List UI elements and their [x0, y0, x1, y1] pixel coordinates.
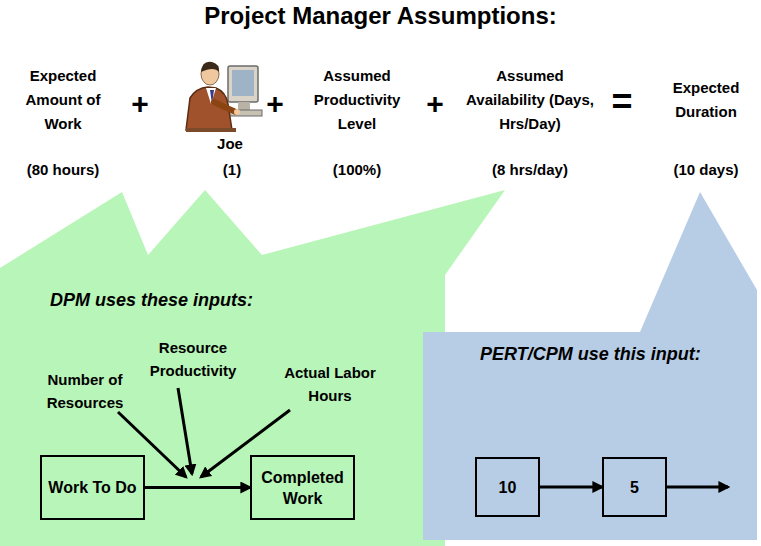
flow-arrow: [540, 486, 602, 489]
person-illustration: [186, 62, 262, 132]
value-label: (8 hrs/day): [470, 158, 590, 182]
input-label: Number of Resources: [30, 368, 140, 414]
process-box: Work To Do: [40, 455, 145, 520]
person-name: Joe: [200, 132, 260, 156]
box-label: Completed Work: [252, 467, 353, 509]
value-box: 10: [475, 457, 540, 517]
callout-heading: DPM uses these inputs:: [50, 290, 253, 311]
input-label: Resource Productivity: [138, 336, 248, 382]
value-label: (80 hours): [3, 158, 123, 182]
box-label: 10: [499, 477, 517, 498]
result-label: Expected Duration: [656, 76, 756, 124]
assumption-label: Assumed Productivity Level: [307, 64, 407, 136]
box-label: Work To Do: [48, 477, 136, 498]
callout-shape: PERT/CPM use this input: 10 5: [423, 192, 757, 540]
operator-sign: +: [420, 86, 450, 122]
assumption-label: Expected Amount of Work: [13, 64, 113, 136]
callout-heading: PERT/CPM use this input:: [480, 344, 701, 365]
value-box: 5: [602, 457, 667, 517]
value-label: (10 days): [651, 158, 761, 182]
flow-arrow: [145, 486, 250, 489]
input-label: Actual Labor Hours: [275, 361, 385, 407]
operator-sign: +: [260, 86, 290, 122]
callout-fill: [423, 192, 757, 540]
assumption-label: Assumed Availability (Days, Hrs/Day): [465, 64, 595, 136]
connector-group: [145, 487, 250, 488]
value-label: (1): [207, 158, 257, 182]
operator-sign: +: [125, 86, 155, 122]
connector-group: [540, 487, 602, 488]
callout-outline: [423, 192, 757, 540]
operator-sign: =: [602, 82, 642, 122]
diagram-title: Project Manager Assumptions:: [0, 0, 761, 32]
value-label: (100%): [307, 158, 407, 182]
box-label: 5: [630, 477, 639, 498]
process-box: Completed Work: [250, 455, 355, 520]
